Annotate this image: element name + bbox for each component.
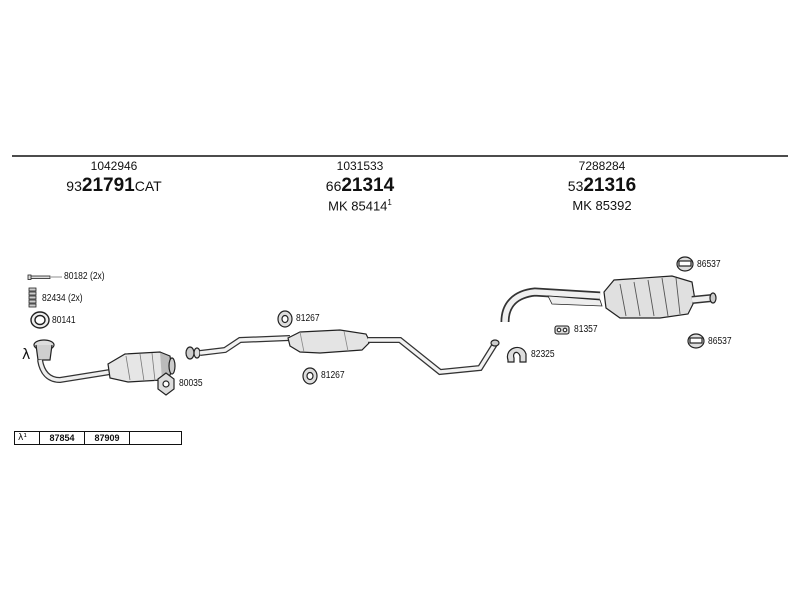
middle-mk-number: MK 854141 [328,198,392,214]
rubber-ring-86537-bottom-icon [687,333,705,349]
label-86537-top: 86537 [697,259,721,270]
rear-ref-number: 7288284 [578,159,626,173]
label-80141: 80141 [52,315,76,326]
table-cell-empty [129,431,182,445]
front-pipe-catalytic-converter [33,339,176,384]
front-part-number: 9321791CAT [66,175,162,196]
label-82434: 82434 (2x) [42,293,83,304]
table-cell-87854: 87854 [39,431,85,445]
rear-silencer [500,275,717,323]
table-cell-lambda: λ¹ [14,431,40,445]
bolt-80182-icon [27,274,51,280]
section-rear-header: 7288284 5321316 MK 85392 [552,160,652,212]
middle-ref-number: 1031533 [336,159,384,173]
front-ref-number: 1042946 [90,159,138,173]
rear-part-number: 5321316 [567,175,637,196]
hanger-81357-icon [554,325,570,335]
middle-silencer [185,329,500,376]
rubber-mount-81267-bottom-icon [302,367,318,385]
label-81357: 81357 [574,324,598,335]
rubber-mount-81267-top-icon [277,310,293,328]
label-80182: 80182 (2x) [64,271,105,282]
clamp-82434-icon [28,287,37,308]
label-81267-bottom: 81267 [321,370,345,381]
section-middle-header: 1031533 6621314 MK 854141 [305,160,415,212]
middle-part-number: 6621314 [325,175,395,196]
footer-parts-table: λ¹ 87854 87909 [14,431,182,445]
section-front-header: 1042946 9321791CAT [64,160,164,195]
rubber-ring-86537-top-icon [676,256,694,272]
label-82325: 82325 [531,349,555,360]
gasket-80141-icon [30,311,50,329]
label-80035: 80035 [179,378,203,389]
gasket-80035-icon [157,372,175,396]
table-row: λ¹ 87854 87909 [14,431,182,445]
lambda-sensor-symbol: λ [22,347,31,363]
table-cell-87909: 87909 [84,431,130,445]
label-86537-bottom: 86537 [708,336,732,347]
rear-mk-number: MK 85392 [572,198,632,213]
clamp-82325-icon [506,346,527,363]
label-81267-top: 81267 [296,313,320,324]
